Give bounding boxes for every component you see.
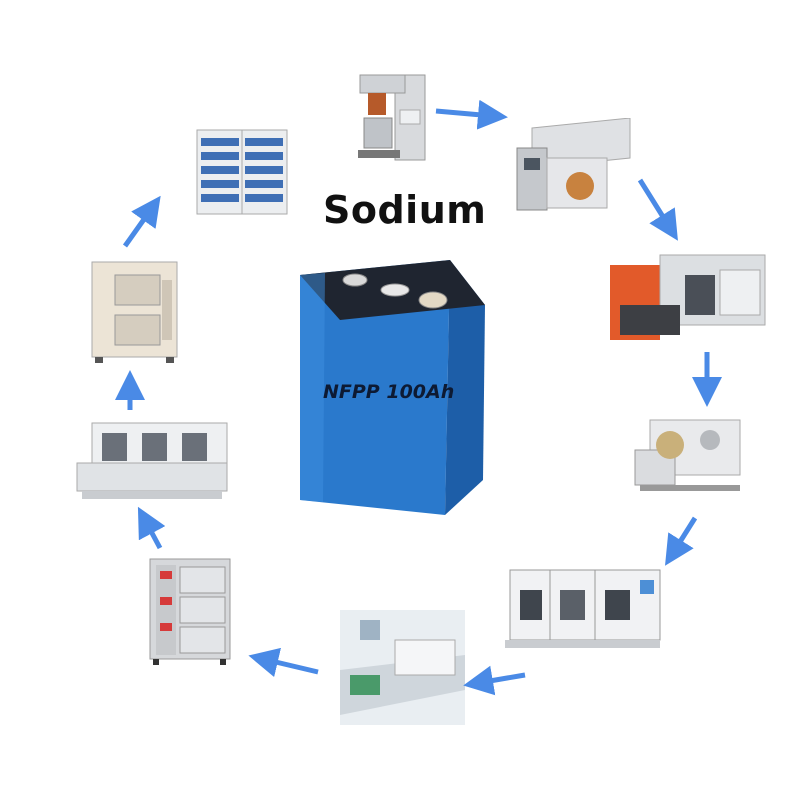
battery-terminal-negative [342,273,368,287]
coating-machine [512,118,632,218]
arrow-coater-to-press [637,178,678,241]
battery-label: NFPP 100Ah [323,381,454,403]
battery-terminal-positive [418,291,448,309]
planetary-mixer-machine [350,70,430,170]
formation-chamber [90,260,180,365]
battery-tester-rack [195,128,290,218]
battery-front-face [300,260,450,515]
vacuum-oven [148,557,233,667]
battery-side-face [445,260,485,515]
arrow-mixer-to-coater [435,99,508,130]
roll-press-machine [605,245,770,355]
diagram-title: Sodium [323,188,487,232]
arrow-assembly-to-oven [248,647,319,678]
arrow-slitter-to-winder [665,516,698,566]
battery-vent [380,283,410,297]
battery-cell: NFPP 100Ah [295,250,495,525]
arrow-chamber-to-tester [122,195,161,248]
electrolyte-filling-line [72,418,232,513]
winding-machine [500,555,665,660]
arrow-winder-to-assembly [463,665,526,696]
arrow-oven-to-filling [137,506,166,550]
assembly-line [340,610,465,725]
slitting-machine [630,410,750,495]
